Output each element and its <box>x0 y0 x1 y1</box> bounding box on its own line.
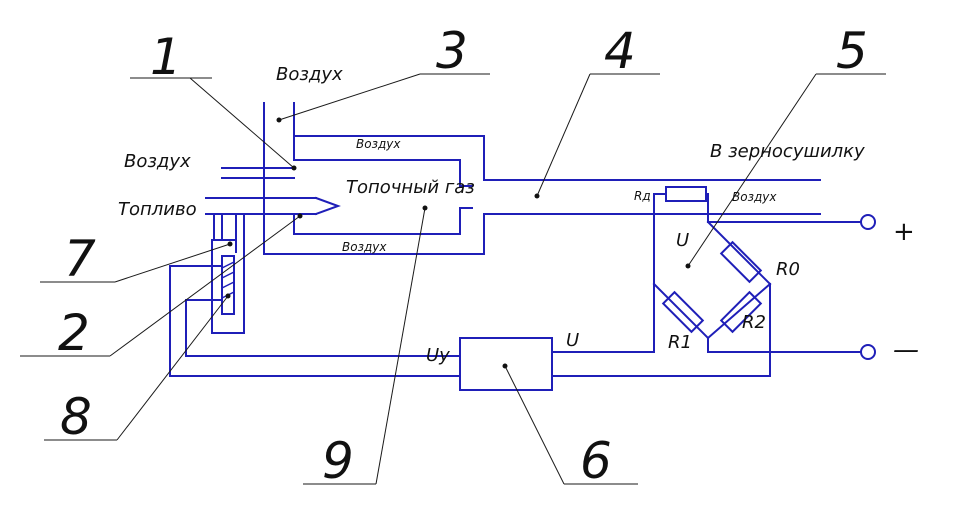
label-r2: R2 <box>742 312 766 333</box>
coil-winding <box>221 261 235 269</box>
text-labels: Воздух Воздух Топливо Воздух Воздух Топо… <box>118 64 919 366</box>
label-air-top: Воздух <box>276 64 343 85</box>
leader-5 <box>687 73 817 267</box>
label-u-bridge: U <box>676 230 689 251</box>
bridge-circuit <box>169 186 876 391</box>
r2-branch <box>706 282 772 340</box>
callout-numbers: 1 2 3 4 5 6 7 8 9 <box>58 22 868 490</box>
leader-7 <box>114 243 231 283</box>
label-rd: Rд <box>634 189 651 203</box>
minus-terminal <box>860 344 876 360</box>
leader-5-dot <box>685 263 691 269</box>
label-plus: + <box>893 217 915 247</box>
leader-8-dot <box>225 293 231 299</box>
label-minus: — <box>893 335 919 365</box>
plus-terminal <box>860 214 876 230</box>
label-r1: R1 <box>668 332 692 353</box>
leader-9 <box>375 207 426 485</box>
label-fuel: Топливо <box>118 199 197 220</box>
label-air-sensor: Воздух <box>732 190 777 204</box>
leader-9-dot <box>422 205 428 211</box>
leader-3 <box>278 73 421 121</box>
label-air-chamber-bottom: Воздух <box>342 240 387 254</box>
leader-6-dot <box>502 363 508 369</box>
r1-branch <box>652 282 710 340</box>
r2-resistor <box>719 290 763 334</box>
furnace-structure <box>205 102 821 334</box>
callout-7: 7 <box>64 230 96 288</box>
leader-6 <box>504 365 565 485</box>
callout-8: 8 <box>60 388 92 446</box>
label-u-amp: U <box>566 330 579 351</box>
coil-winding <box>221 271 235 279</box>
leader-1-dot <box>291 165 297 171</box>
callout-6: 6 <box>580 432 612 490</box>
callout-4: 4 <box>604 22 636 80</box>
label-uy: Uy <box>426 345 450 366</box>
label-to-dryer: В зерносушилку <box>710 141 865 162</box>
leader-7-dot <box>227 241 233 247</box>
r1-resistor <box>661 290 705 334</box>
leader-2-dot <box>297 213 303 219</box>
coil-winding <box>221 281 235 289</box>
actuator-coil <box>221 255 235 315</box>
amplifier-block <box>459 337 553 391</box>
leader-4 <box>536 73 591 197</box>
rd-resistor <box>665 186 707 202</box>
label-air-chamber-top: Воздух <box>356 137 401 151</box>
r0-branch <box>706 220 772 286</box>
leader-3-dot <box>276 117 282 123</box>
leader-8 <box>116 295 229 441</box>
callout-3: 3 <box>436 22 468 80</box>
fuel-nozzle-tip <box>314 196 341 216</box>
callout-5: 5 <box>836 22 868 80</box>
leader-1 <box>189 77 295 169</box>
callout-9: 9 <box>322 432 354 490</box>
leader-lines <box>20 73 886 485</box>
callout-1: 1 <box>150 28 182 86</box>
label-furnace-gas: Топочный газ <box>346 177 475 198</box>
label-air-left: Воздух <box>124 151 191 172</box>
callout-2: 2 <box>58 304 90 362</box>
leader-2 <box>109 215 301 357</box>
r0-resistor <box>719 240 763 284</box>
leader-4-dot <box>534 193 540 199</box>
label-r0: R0 <box>776 259 800 280</box>
